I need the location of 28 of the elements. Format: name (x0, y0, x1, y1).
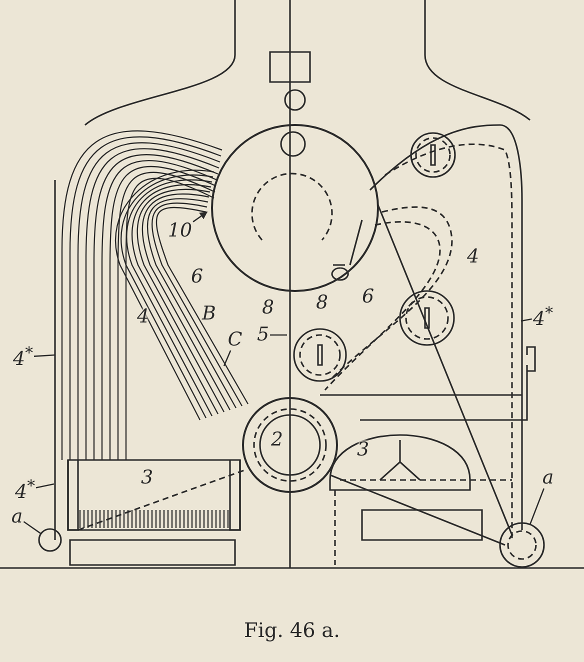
leader-line (223, 350, 232, 366)
callout-number: 10 (168, 222, 192, 240)
callout-number: 4$^{*}$ (13, 344, 33, 370)
callout-number: 4$^{*}$ (533, 304, 553, 330)
callout-number: C (228, 330, 242, 350)
callout-number: 6 (362, 288, 374, 306)
leader-line (36, 483, 54, 488)
callout-number: B (202, 304, 216, 324)
leader-line (34, 354, 56, 357)
leader-line (529, 488, 544, 525)
callout-number: 4$^{*}$ (15, 478, 35, 502)
callout-number: a (542, 468, 554, 488)
callout-number: 5 (256, 326, 270, 344)
callout-number: 3 (140, 468, 154, 488)
leader-line (520, 318, 532, 322)
roller-wheel (499, 522, 545, 568)
callout-number: 8 (262, 298, 274, 318)
leader-line (192, 211, 208, 222)
leader-line (23, 521, 42, 534)
callout-number: 4 (466, 248, 480, 266)
roller-wheel (38, 528, 62, 552)
callout-number: 3 (356, 440, 370, 460)
figure-caption: Fig. 46 a. (243, 618, 341, 642)
callout-number: 8 (316, 294, 328, 312)
leader-line (270, 334, 287, 336)
callout-number: 6 (190, 268, 204, 286)
callout-number: 2 (270, 430, 284, 450)
callout-number: a (11, 508, 23, 526)
